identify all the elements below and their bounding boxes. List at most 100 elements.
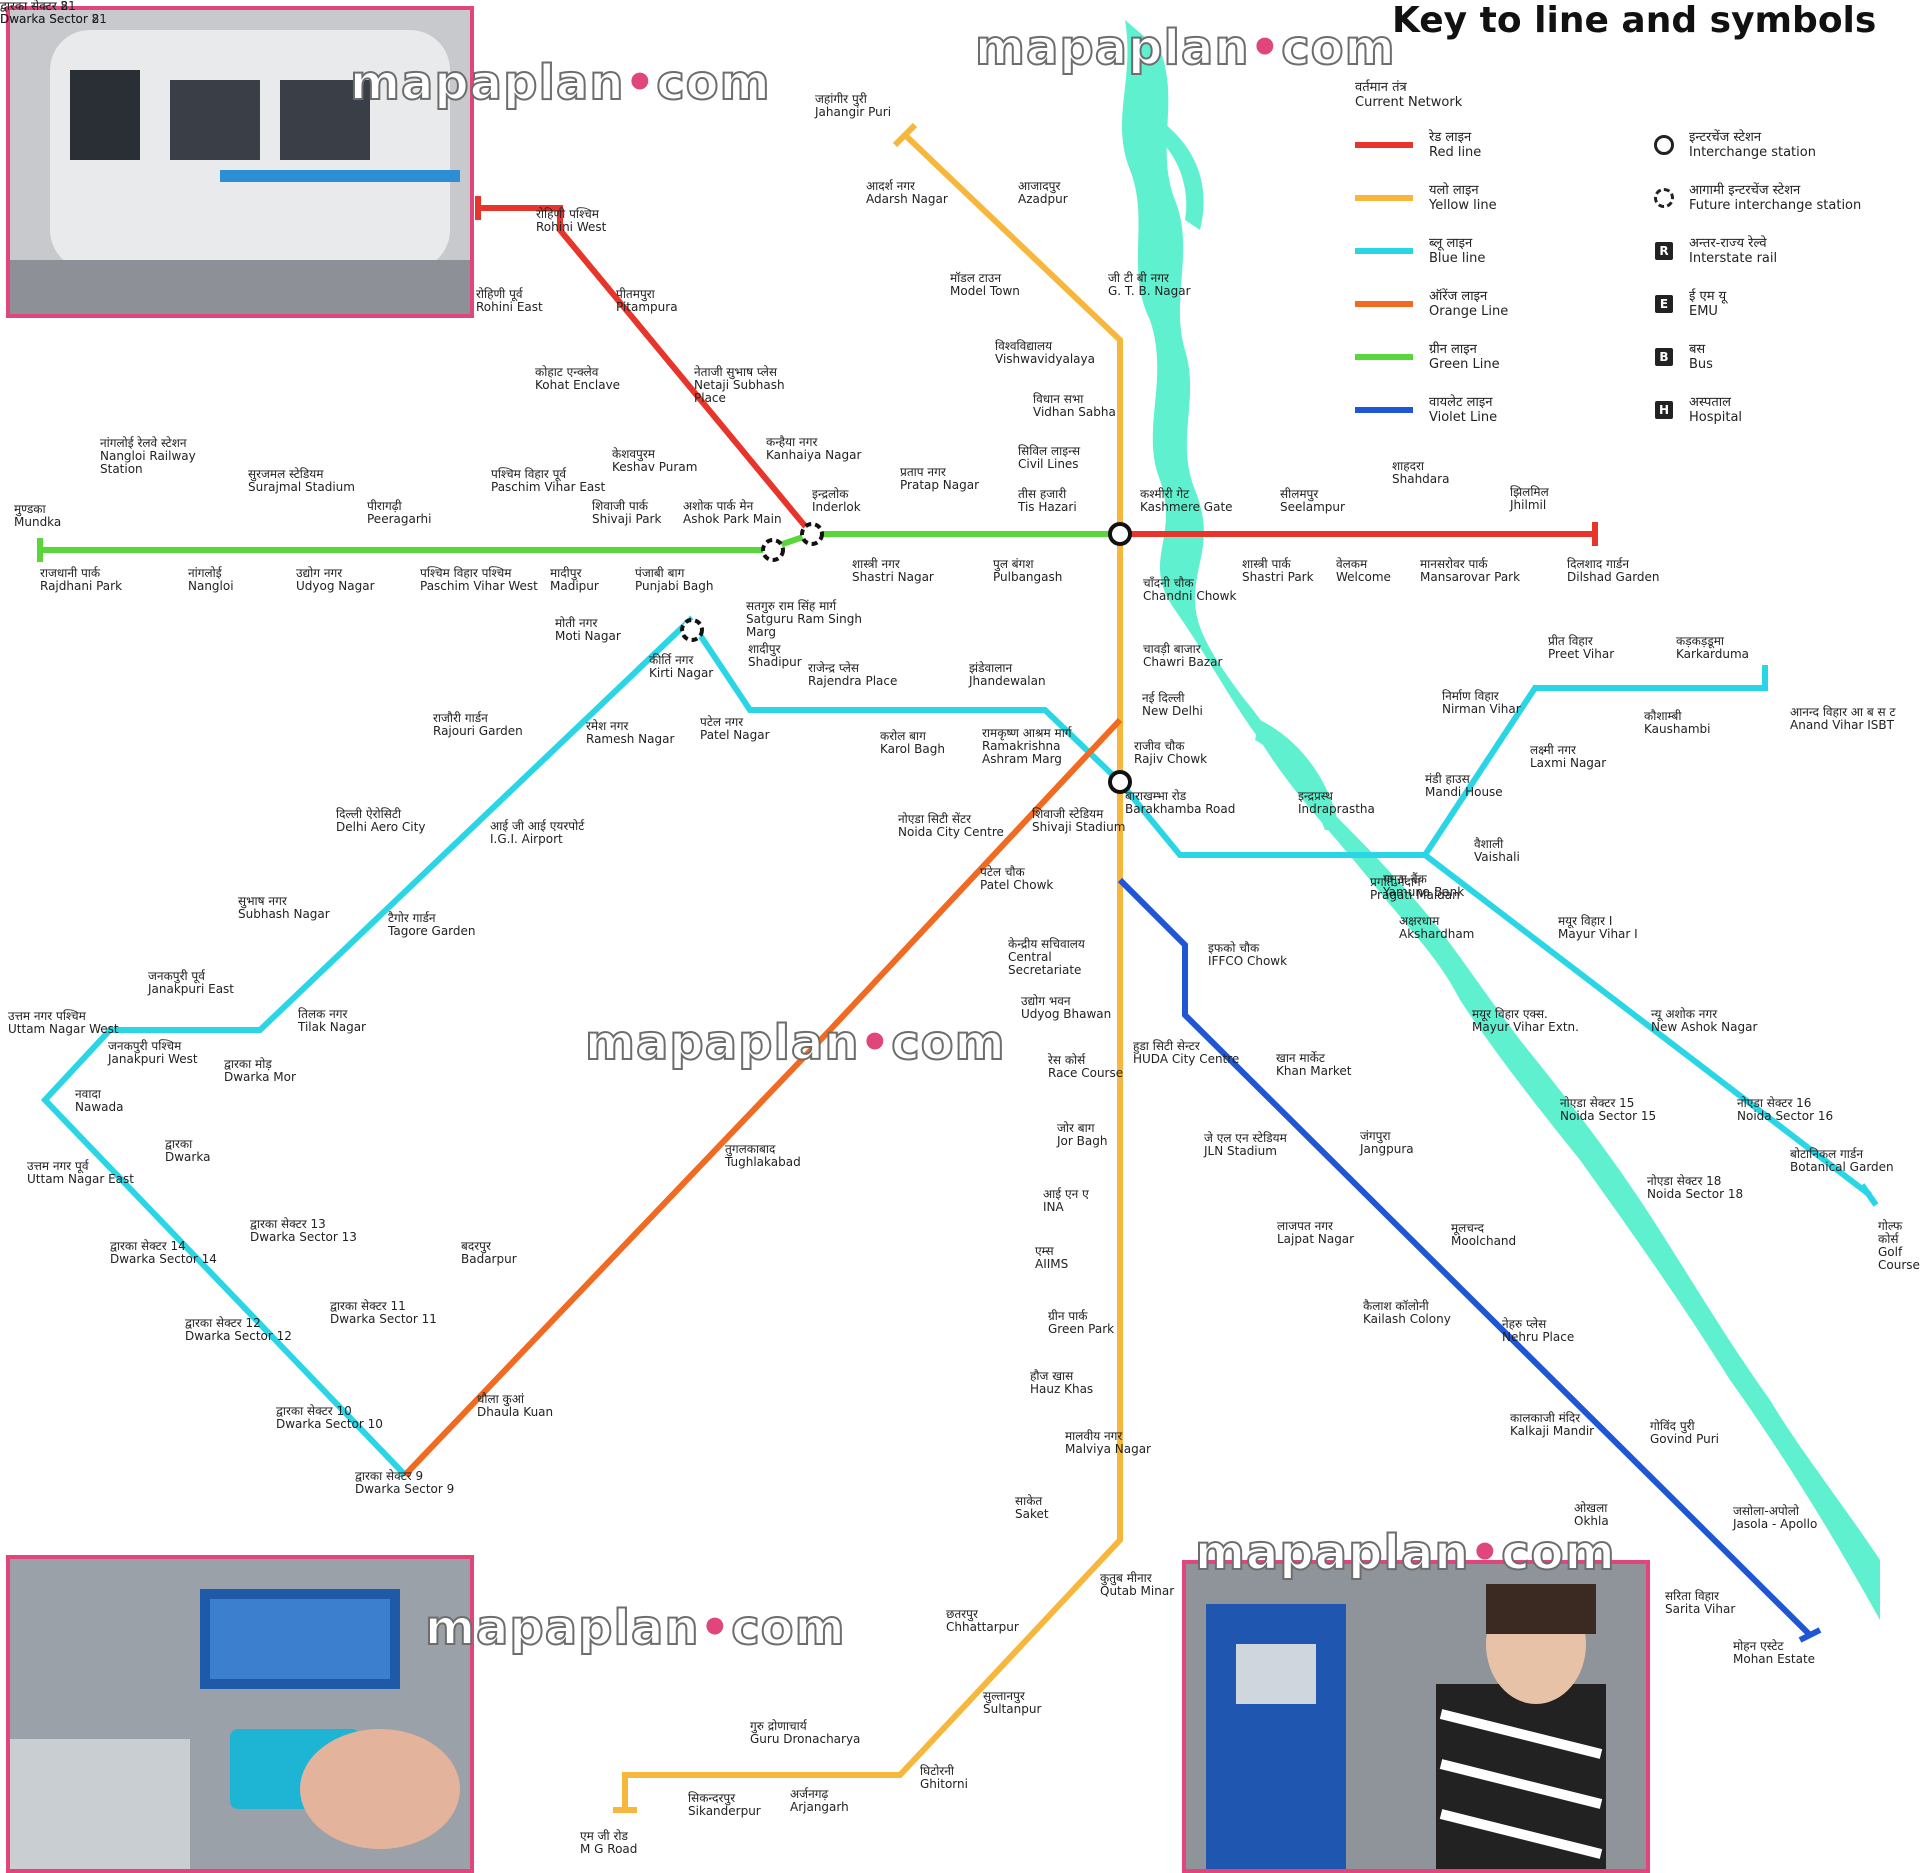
station-name-hi: राजौरी गार्डन bbox=[433, 711, 488, 725]
legend-symbol-en: Interstate rail bbox=[1689, 251, 1778, 266]
legend-line-en: Orange Line bbox=[1429, 304, 1509, 319]
watermark-right: com bbox=[655, 54, 771, 112]
legend-symbol-hi: ई एम यू bbox=[1689, 289, 1727, 304]
station-label: ओखलाOkhla bbox=[1574, 1502, 1609, 1528]
station-name-en: Jangpura bbox=[1360, 1142, 1414, 1156]
station-name-en: Shadipur bbox=[748, 655, 802, 669]
station-name-hi: बाराखम्भा रोड bbox=[1125, 789, 1187, 803]
station-name-hi: विश्वविद्यालय bbox=[995, 339, 1053, 353]
watermark-dot: • bbox=[1249, 20, 1282, 76]
station-label: कैलाश कॉलोनीKailash Colony bbox=[1363, 1300, 1451, 1326]
station-label: जसोला-अपोलोJasola - Apollo bbox=[1733, 1505, 1817, 1531]
station-name-hi: दिलशाद गार्डन bbox=[1567, 557, 1630, 571]
station-name-hi: पंजाबी बाग bbox=[635, 566, 685, 580]
station-name-hi: तिलक नगर bbox=[298, 1007, 348, 1021]
station-name-hi: जोर बाग bbox=[1057, 1121, 1095, 1135]
station-name-hi: अशोक पार्क मेन bbox=[683, 499, 754, 513]
station-name-hi: द्वारका सेक्टर 12 bbox=[185, 1316, 261, 1330]
station-name-hi: रमेश नगर bbox=[586, 719, 629, 733]
station-name-en: Dwarka Sector 12 bbox=[185, 1329, 292, 1343]
station-name-hi: वैशाली bbox=[1474, 837, 1504, 851]
station-name-hi: सुल्तानपुर bbox=[983, 1689, 1025, 1703]
station-name-en: Saket bbox=[1015, 1507, 1049, 1521]
legend-symbol-en: Interchange station bbox=[1689, 145, 1816, 160]
photo-token-machine bbox=[1182, 1560, 1650, 1873]
station-name-en: Moti Nagar bbox=[555, 629, 621, 643]
station-name-hi: उत्तम नगर पश्चिम bbox=[8, 1009, 86, 1023]
station-name-en: JLN Stadium bbox=[1204, 1144, 1277, 1158]
station-name-en: Janakpuri East bbox=[148, 982, 234, 996]
station-name-en: Rajendra Place bbox=[808, 674, 898, 688]
station-name-en: Barakhamba Road bbox=[1125, 802, 1236, 816]
legend-symbol-hi: बस bbox=[1689, 342, 1706, 357]
station-name-hi: धौला कुआं bbox=[477, 1392, 525, 1406]
station-name-en: Vaishali bbox=[1474, 850, 1520, 864]
station-name-en: Lajpat Nagar bbox=[1277, 1232, 1355, 1246]
violet-line bbox=[1117, 877, 1813, 1638]
watermark-right: com bbox=[1500, 1524, 1616, 1582]
station-name-en: Inderlok bbox=[812, 500, 861, 514]
station-name-hi: रोहिणी पश्चिम bbox=[536, 207, 599, 221]
emu-icon: E bbox=[1653, 293, 1675, 315]
station-name-hi: प्रीत विहार bbox=[1548, 634, 1593, 648]
station-name-en: Dwarka Sector 11 bbox=[330, 1312, 437, 1326]
station-name-en: Pulbangash bbox=[993, 570, 1063, 584]
station-name-en: Udyog Nagar bbox=[296, 579, 375, 593]
station-name-en: Patel Nagar bbox=[700, 728, 770, 742]
station-name-en: Dwarka Sector 10 bbox=[276, 1417, 383, 1431]
station-name-en: Pratap Nagar bbox=[900, 478, 980, 492]
station-name-hi: घिटोरनी bbox=[920, 1764, 955, 1778]
station-name-en: Mansarovar Park bbox=[1420, 570, 1521, 584]
station-name-hi: साकेत bbox=[1015, 1494, 1043, 1508]
station-name-en: Nawada bbox=[75, 1100, 124, 1114]
station-name-hi: वेलकम bbox=[1336, 557, 1368, 571]
station-label: अर्जनगढ़Arjangarh bbox=[790, 1788, 849, 1814]
station-name-en: Shastri Park bbox=[1242, 570, 1314, 584]
station-name-hi: नोएडा सेक्टर 16 bbox=[1737, 1096, 1812, 1110]
legend-line-swatch bbox=[1355, 248, 1413, 254]
station-name-en: New Ashok Nagar bbox=[1651, 1020, 1758, 1034]
station-name-hi: जहांगीर पुरी bbox=[815, 92, 867, 106]
legend-title: Key to line and symbols bbox=[1392, 0, 1877, 41]
legend-line-en: Violet Line bbox=[1429, 410, 1498, 425]
station-name-hi: इन्द्रप्रस्थ bbox=[1298, 789, 1333, 803]
station-name-hi: केन्द्रीय सचिवालय bbox=[1008, 937, 1085, 951]
legend-line-swatch bbox=[1355, 354, 1413, 360]
station-name-en: Jor Bagh bbox=[1057, 1134, 1108, 1148]
legend-line-swatch bbox=[1355, 195, 1413, 201]
station-name-en: Rajdhani Park bbox=[40, 579, 123, 593]
station-name-hi: पश्चिम विहार पूर्व bbox=[491, 467, 567, 481]
station-name-en: Uttam Nagar East bbox=[27, 1172, 134, 1186]
station-name-hi: द्वारका मोड़ bbox=[224, 1057, 272, 1071]
station-name-hi: सुभाष नगर bbox=[238, 894, 287, 908]
station-name-hi: ग्रीन पार्क bbox=[1048, 1309, 1088, 1323]
station-name-en: Shivaji Park bbox=[592, 512, 662, 526]
